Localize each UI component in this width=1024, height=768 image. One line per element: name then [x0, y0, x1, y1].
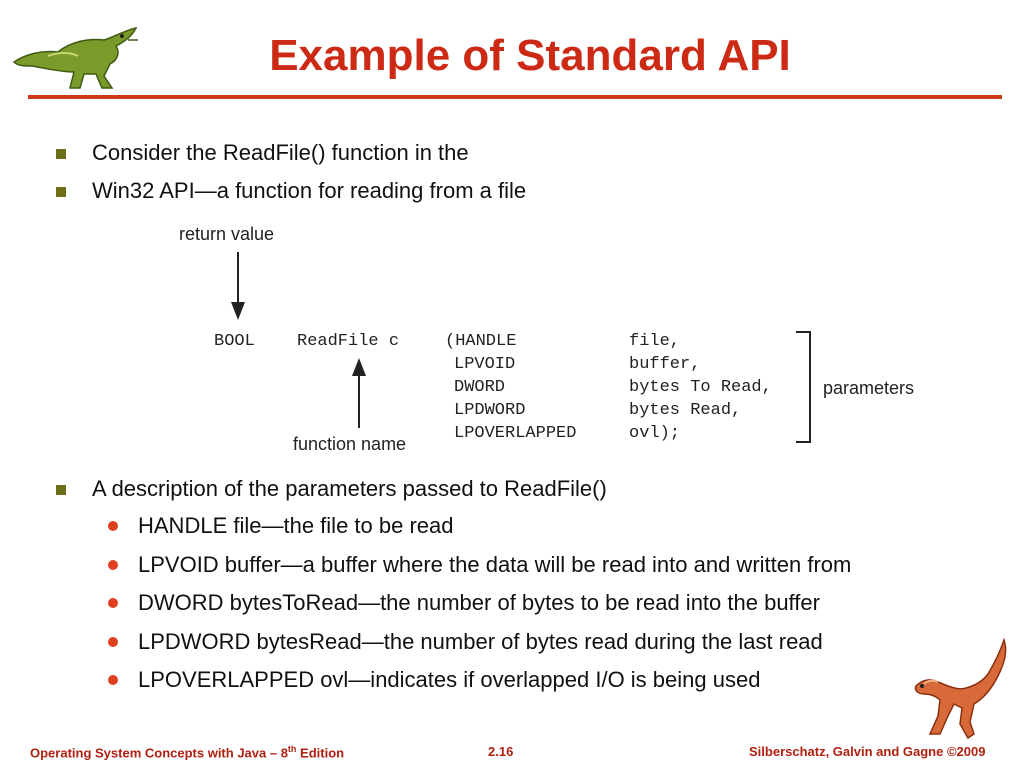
code-param-type: LPVOID [454, 355, 516, 374]
round-bullet-icon [108, 560, 118, 570]
bullet-text: Consider the ReadFile() function in the [92, 140, 469, 165]
code-param-name: bytes Read, [629, 401, 742, 420]
red-dinosaur-icon [914, 638, 1007, 740]
parameters-bracket-icon [796, 331, 811, 443]
code-function-name: ReadFile c [297, 332, 400, 351]
round-bullet-icon [108, 675, 118, 685]
return-value-label: return value [179, 224, 275, 244]
footer-authors: Silberschatz, Galvin and Gagne ©2009 [749, 744, 986, 759]
square-bullet-icon [56, 149, 66, 159]
code-param-name: file, [629, 332, 681, 351]
bullet-text: Win32 API—a function for reading from a … [92, 178, 527, 203]
code-param-name: bytes To Read, [629, 378, 772, 397]
round-bullet-icon [108, 598, 118, 608]
square-bullet-icon [56, 187, 66, 197]
title-divider [28, 95, 1002, 99]
sub-bullet-text: LPOVERLAPPED ovl—indicates if overlapped… [138, 667, 761, 692]
round-bullet-icon [108, 521, 118, 531]
code-return-type: BOOL [214, 332, 255, 351]
code-param-type: (HANDLE [445, 332, 517, 351]
sub-bullet-text: LPVOID buffer—a buffer where the data wi… [138, 552, 852, 577]
up-arrow-icon [352, 358, 366, 428]
bullet-text: A description of the parameters passed t… [92, 476, 607, 501]
footer-page-number: 2.16 [488, 744, 514, 759]
round-bullet-icon [108, 637, 118, 647]
page-title: Example of Standard API [269, 31, 791, 80]
function-name-label: function name [293, 434, 407, 454]
sub-bullet-text: LPDWORD bytesRead—the number of bytes re… [138, 629, 823, 654]
square-bullet-icon [56, 485, 66, 495]
code-param-name: ovl); [629, 424, 681, 443]
sub-bullet-text: HANDLE file—the file to be read [138, 513, 454, 538]
down-arrow-icon [231, 252, 245, 320]
green-dinosaur-icon [12, 26, 138, 89]
code-param-type: LPOVERLAPPED [454, 424, 577, 443]
code-param-name: buffer, [629, 355, 701, 374]
code-param-type: LPDWORD [454, 401, 526, 420]
footer-book-title: Operating System Concepts with Java – 8t… [30, 744, 345, 761]
code-param-type: DWORD [454, 378, 506, 397]
parameters-label: parameters [823, 378, 915, 398]
sub-bullet-text: DWORD bytesToRead—the number of bytes to… [138, 590, 820, 615]
